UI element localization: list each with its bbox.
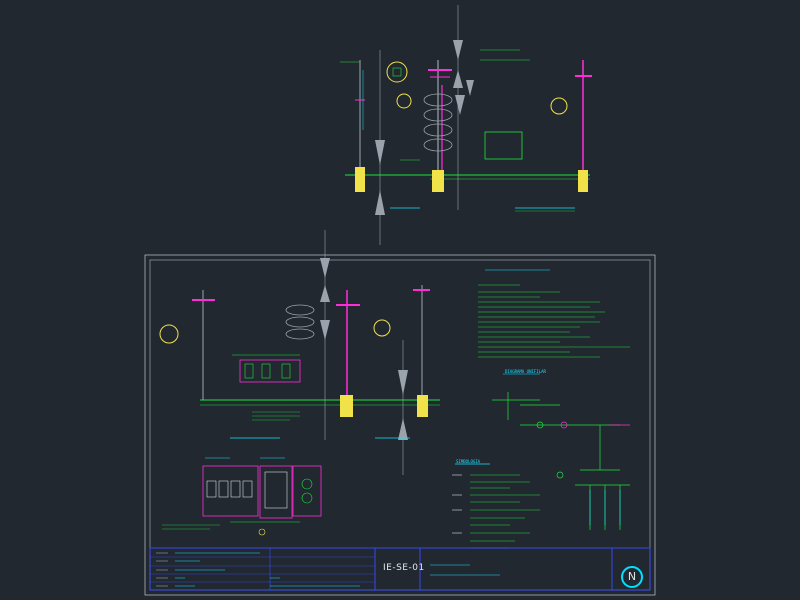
lower-elevation-view <box>159 230 440 475</box>
legend-title: SIMBOLOGIA <box>456 459 481 464</box>
symbol-legend <box>452 463 540 549</box>
unifilar-title: DIAGRAMA UNIFILAR <box>505 369 546 374</box>
title-block <box>149 547 651 591</box>
sheet-code: IE-SE-01 <box>383 563 425 573</box>
north-arrow-icon: N <box>621 566 643 588</box>
cabinet-detail <box>162 457 322 536</box>
specification-notes <box>478 269 630 358</box>
upper-elevation-view <box>340 5 592 245</box>
unifilar-diagram <box>492 373 630 530</box>
